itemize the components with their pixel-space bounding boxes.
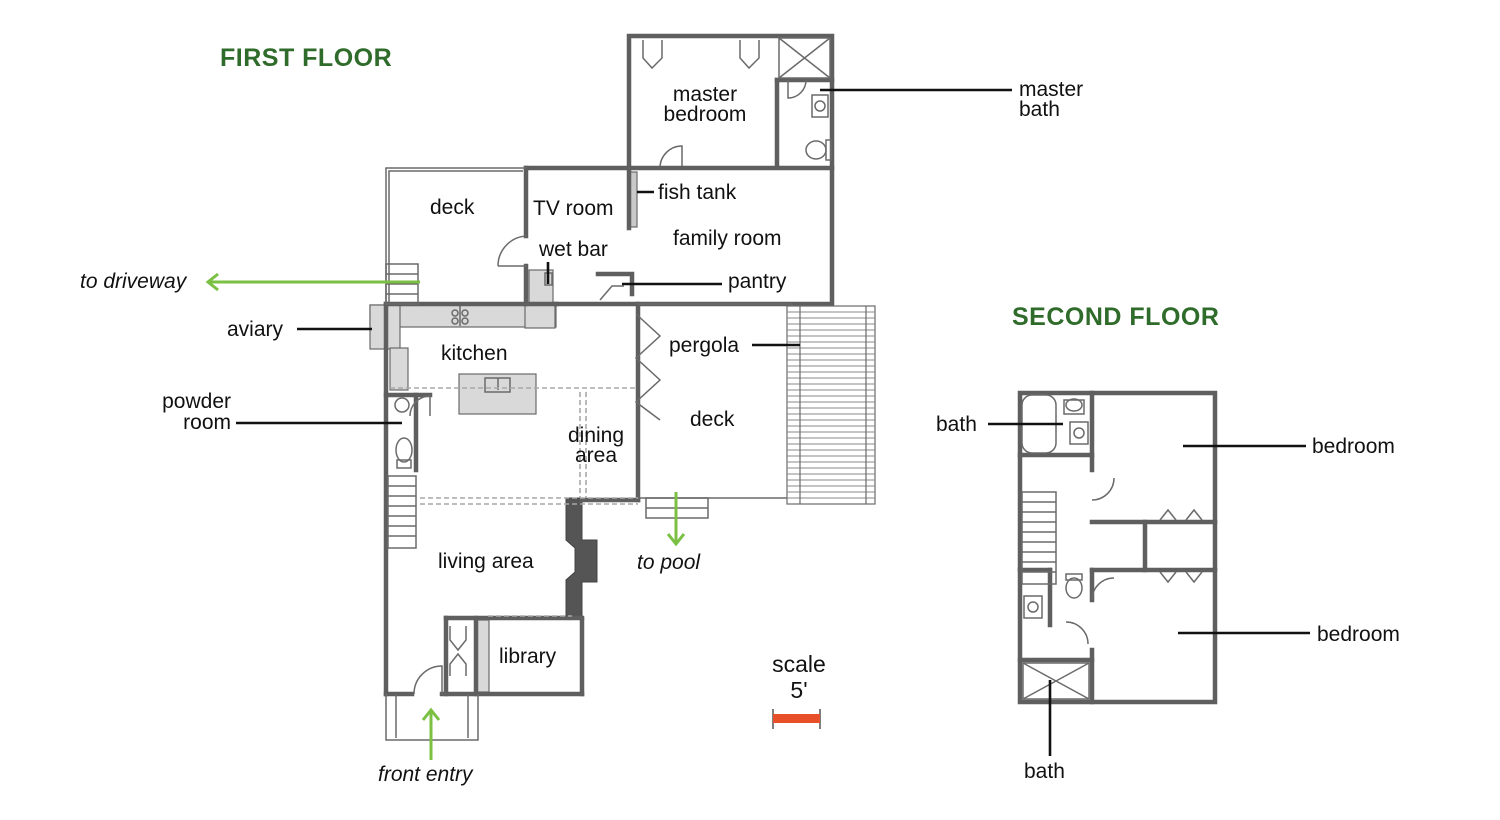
pergola-slats — [786, 305, 876, 505]
master-bedroom-label-line2: bedroom — [664, 103, 747, 126]
master-bedroom-label-line1: master — [673, 83, 737, 106]
deck-top-label: deck — [430, 196, 475, 219]
front-entry-arrow — [421, 707, 441, 760]
wet-bar-counter — [528, 269, 554, 305]
bath-bottom-label: bath — [1024, 760, 1065, 783]
dining-area-label-line2: area — [575, 444, 617, 467]
aviary-label: aviary — [227, 318, 284, 341]
powder-room-label-line2: room — [183, 411, 231, 434]
to-driveway-arrow — [205, 272, 420, 292]
to-pool-arrow — [666, 492, 686, 547]
pantry-label: pantry — [728, 270, 787, 293]
fireplace — [565, 497, 598, 619]
bedroom-bottom-label: bedroom — [1317, 623, 1400, 646]
scale-label: scale — [772, 651, 826, 677]
sink-counter — [524, 303, 556, 329]
kitchen-appliance — [389, 347, 409, 391]
to-driveway-label: to driveway — [80, 270, 188, 293]
scale-value: 5' — [790, 677, 807, 703]
powder-room-label-line1: powder — [162, 390, 231, 413]
wet-bar-label: wet bar — [538, 238, 608, 261]
deck-right-label: deck — [690, 408, 735, 431]
to-pool-label: to pool — [637, 551, 701, 574]
second-floor-plan — [1017, 390, 1218, 705]
pergola-label: pergola — [669, 334, 739, 357]
bedroom-top-label: bedroom — [1312, 435, 1395, 458]
scale-bar — [773, 714, 820, 723]
second-floor-title: SECOND FLOOR — [1012, 303, 1219, 331]
dining-area-label-line1: dining — [568, 424, 624, 447]
living-area-label: living area — [438, 550, 534, 573]
fish-tank-label: fish tank — [658, 181, 737, 204]
scale-indicator: scale 5' — [772, 651, 826, 729]
library-label: library — [499, 645, 557, 668]
master-wing-walls — [626, 33, 835, 171]
kitchen-label: kitchen — [441, 342, 508, 365]
front-entry-label: front entry — [378, 763, 474, 786]
tv-room-label: TV room — [533, 197, 614, 220]
family-room-label: family room — [673, 227, 782, 250]
master-bath-label-line1: master — [1019, 78, 1083, 101]
first-floor-plan — [369, 33, 876, 741]
master-bath-label-line2: bath — [1019, 98, 1060, 121]
first-floor-title: FIRST FLOOR — [220, 44, 392, 72]
bath-top-label: bath — [936, 413, 977, 436]
